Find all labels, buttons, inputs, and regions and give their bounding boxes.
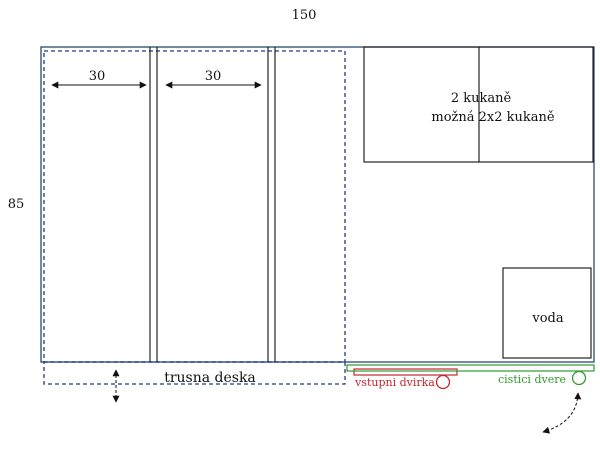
nest-box-label-line2: možná 2x2 kukaně [431,110,555,125]
water-label: voda [531,311,563,326]
divider-right [267,47,276,362]
entry-door-handle [435,374,451,390]
nest-boxes [363,46,594,163]
width-total-label: 150 [292,8,317,23]
tray-label: trusna deska [164,370,256,386]
cleaning-door-label: cistici dvere [498,373,566,386]
height-total-label: 85 [8,197,25,212]
cleaning-door-swing-arrow [542,392,582,434]
tray-dashed-outline [43,50,346,363]
dimension-left-label: 30 [89,69,106,84]
water-box [502,267,592,359]
divider-left [149,47,158,362]
tray-lower-dashed [43,361,346,385]
nest-box-label-line1: 2 kukaně [451,91,512,106]
entry-door-label: vstupni dvirka [354,376,435,389]
dimension-middle-label: 30 [205,69,222,84]
cleaning-door [346,364,595,372]
cleaning-door-handle [571,370,587,386]
entry-door [353,368,458,376]
